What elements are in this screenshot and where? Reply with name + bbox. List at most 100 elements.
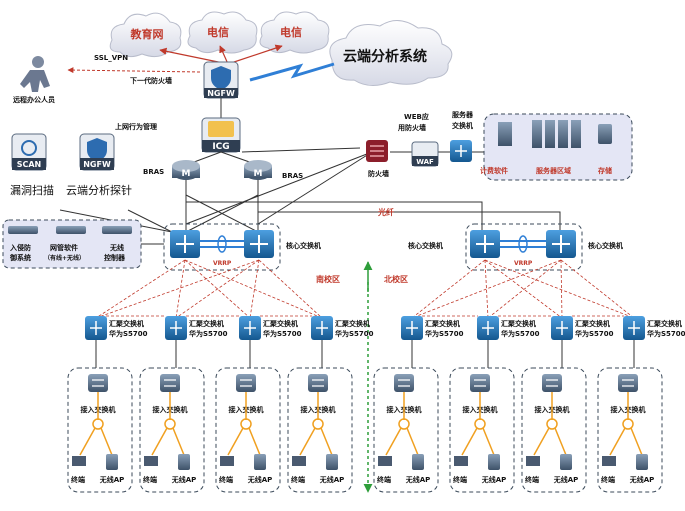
terminal-label: 终端 [453,475,467,484]
wireless-ap-icon [412,454,424,470]
terminal-icon [454,456,468,466]
north-zone-label: 北校区 [384,274,408,284]
aggregation-label-line2: 华为S5700 [189,329,228,338]
scan-label: 漏洞扫描 [10,183,54,197]
ngfw-firewall: NGFW 下一代防火墙 [130,61,239,99]
aggregation-label-line1: 汇聚交换机 [575,319,610,328]
shield-icon [87,138,107,162]
ngfw-caption: 下一代防火墙 [130,76,172,85]
web-fw-line2: 用防火墙 [398,123,426,132]
aggregation-label-line2: 华为S5700 [501,329,540,338]
aggregation-label-line2: 华为S5700 [425,329,464,338]
server-rack: 服务器区域 [532,120,581,175]
wlc-device-icon [102,226,132,234]
terminal-label: 终端 [219,475,233,484]
south-core: VRRP 核心交换机 [163,223,321,271]
bras-left-label: BRAS [143,168,164,176]
wireless-ap-icon [636,454,648,470]
south-zone-label: 南校区 [316,274,340,284]
terminal-icon [602,456,616,466]
probe-appliance: NGFW 云端分析探针 [66,133,132,197]
waf-badge: WAF [416,158,434,166]
access-group: 接入交换机终端无线AP [67,367,133,493]
bras-left-glyph: M [182,169,191,179]
fingerprint-icon [21,140,37,156]
fiber-label: 光纤 [377,207,394,217]
person-icon [32,56,44,68]
dmz-area: 防火墙 WAF WEB应 用防火墙 服务器 交换机 计费软件 服务器区域 [366,110,633,181]
aggregation-label-line2: 华为S5700 [335,329,374,338]
wireless-ap-label: 无线AP [405,475,431,484]
access-group: 接入交换机终端无线AP [521,367,587,493]
terminal-label: 终端 [291,475,305,484]
wireless-ap-icon [178,454,190,470]
waf-device: WAF WEB应 用防火墙 [398,112,439,167]
wireless-ap-label: 无线AP [319,475,345,484]
aggregation-label-line1: 汇聚交换机 [109,319,144,328]
aggregation-label-line1: 汇聚交换机 [425,319,460,328]
terminal-label: 终端 [377,475,391,484]
aggregation-label-line2: 华为S5700 [575,329,614,338]
wireless-ap-label: 无线AP [171,475,197,484]
aggregation-label-line2: 华为S5700 [647,329,685,338]
backbone-lines: 光纤 [59,147,561,233]
terminal-icon [72,456,86,466]
remote-user: 远程办公人员 SSL_VPN [13,54,201,104]
wlc-line1: 无线 [109,243,124,252]
web-fw-line1: WEB应 [404,112,429,121]
bras-right-glyph: M [254,169,263,179]
wireless-ap-icon [560,454,572,470]
remote-user-label: 远程办公人员 [13,95,55,104]
security-appliances: 入侵防 御系统 网管软件 （有线+无线） 无线 控制器 [2,219,142,269]
wireless-ap-icon [488,454,500,470]
bras-left: M BRAS [143,160,200,180]
storage-label: 存储 [598,166,612,175]
access-group: 接入交换机终端无线AP [373,367,439,493]
billing-server: 计费软件 [480,122,512,175]
access-switch-icon [160,374,180,392]
distribution-links [95,259,635,319]
aggregation-label-line2: 华为S5700 [109,329,148,338]
ngfw-badge: NGFW [207,89,235,98]
icg-badge: ICG [212,142,229,152]
server-switch-line1: 服务器 [452,110,474,119]
terminal-label: 终端 [601,475,615,484]
wireless-ap-label: 无线AP [247,475,273,484]
north-core-label-right: 核心交换机 [588,241,623,250]
icg-caption: 上网行为管理 [115,122,157,131]
ids-line1: 入侵防 [9,243,31,252]
shield-icon [211,66,231,90]
bras-right-label: BRAS [282,172,303,180]
north-core: VRRP 核心交换机 核心交换机 [408,223,623,271]
terminal-icon [378,456,392,466]
firewall-label: 防火墙 [368,169,389,178]
cloud-telecom-2-label: 电信 [280,25,302,39]
server-switch-line2: 交换机 [452,121,473,130]
aggregation-label-line1: 汇聚交换机 [501,319,536,328]
cloud-telecom-2: 电信 [259,11,330,54]
terminal-icon [220,456,234,466]
icg-behavior-management: ICG 上网行为管理 [115,117,241,153]
cloud-telecom-1: 电信 [187,11,258,54]
terminal-label: 终端 [71,475,85,484]
cloud-edu-network: 教育网 [109,12,182,58]
terminal-icon [292,456,306,466]
access-layer: 接入交换机终端无线AP接入交换机终端无线AP接入交换机终端无线AP接入交换机终端… [67,367,663,493]
access-group: 接入交换机终端无线AP [139,367,205,493]
wireless-ap-label: 无线AP [629,475,655,484]
south-vrrp: VRRP [213,260,232,267]
access-group: 接入交换机终端无线AP [597,367,663,493]
aggregation-label-line1: 汇聚交换机 [647,319,682,328]
aggregation-layer: 汇聚交换机华为S5700汇聚交换机华为S5700汇聚交换机华为S5700汇聚交换… [85,316,685,368]
nms-line1: 网管软件 [50,243,78,252]
access-switch-icon [88,374,108,392]
access-switch-icon [236,374,256,392]
wireless-ap-icon [254,454,266,470]
